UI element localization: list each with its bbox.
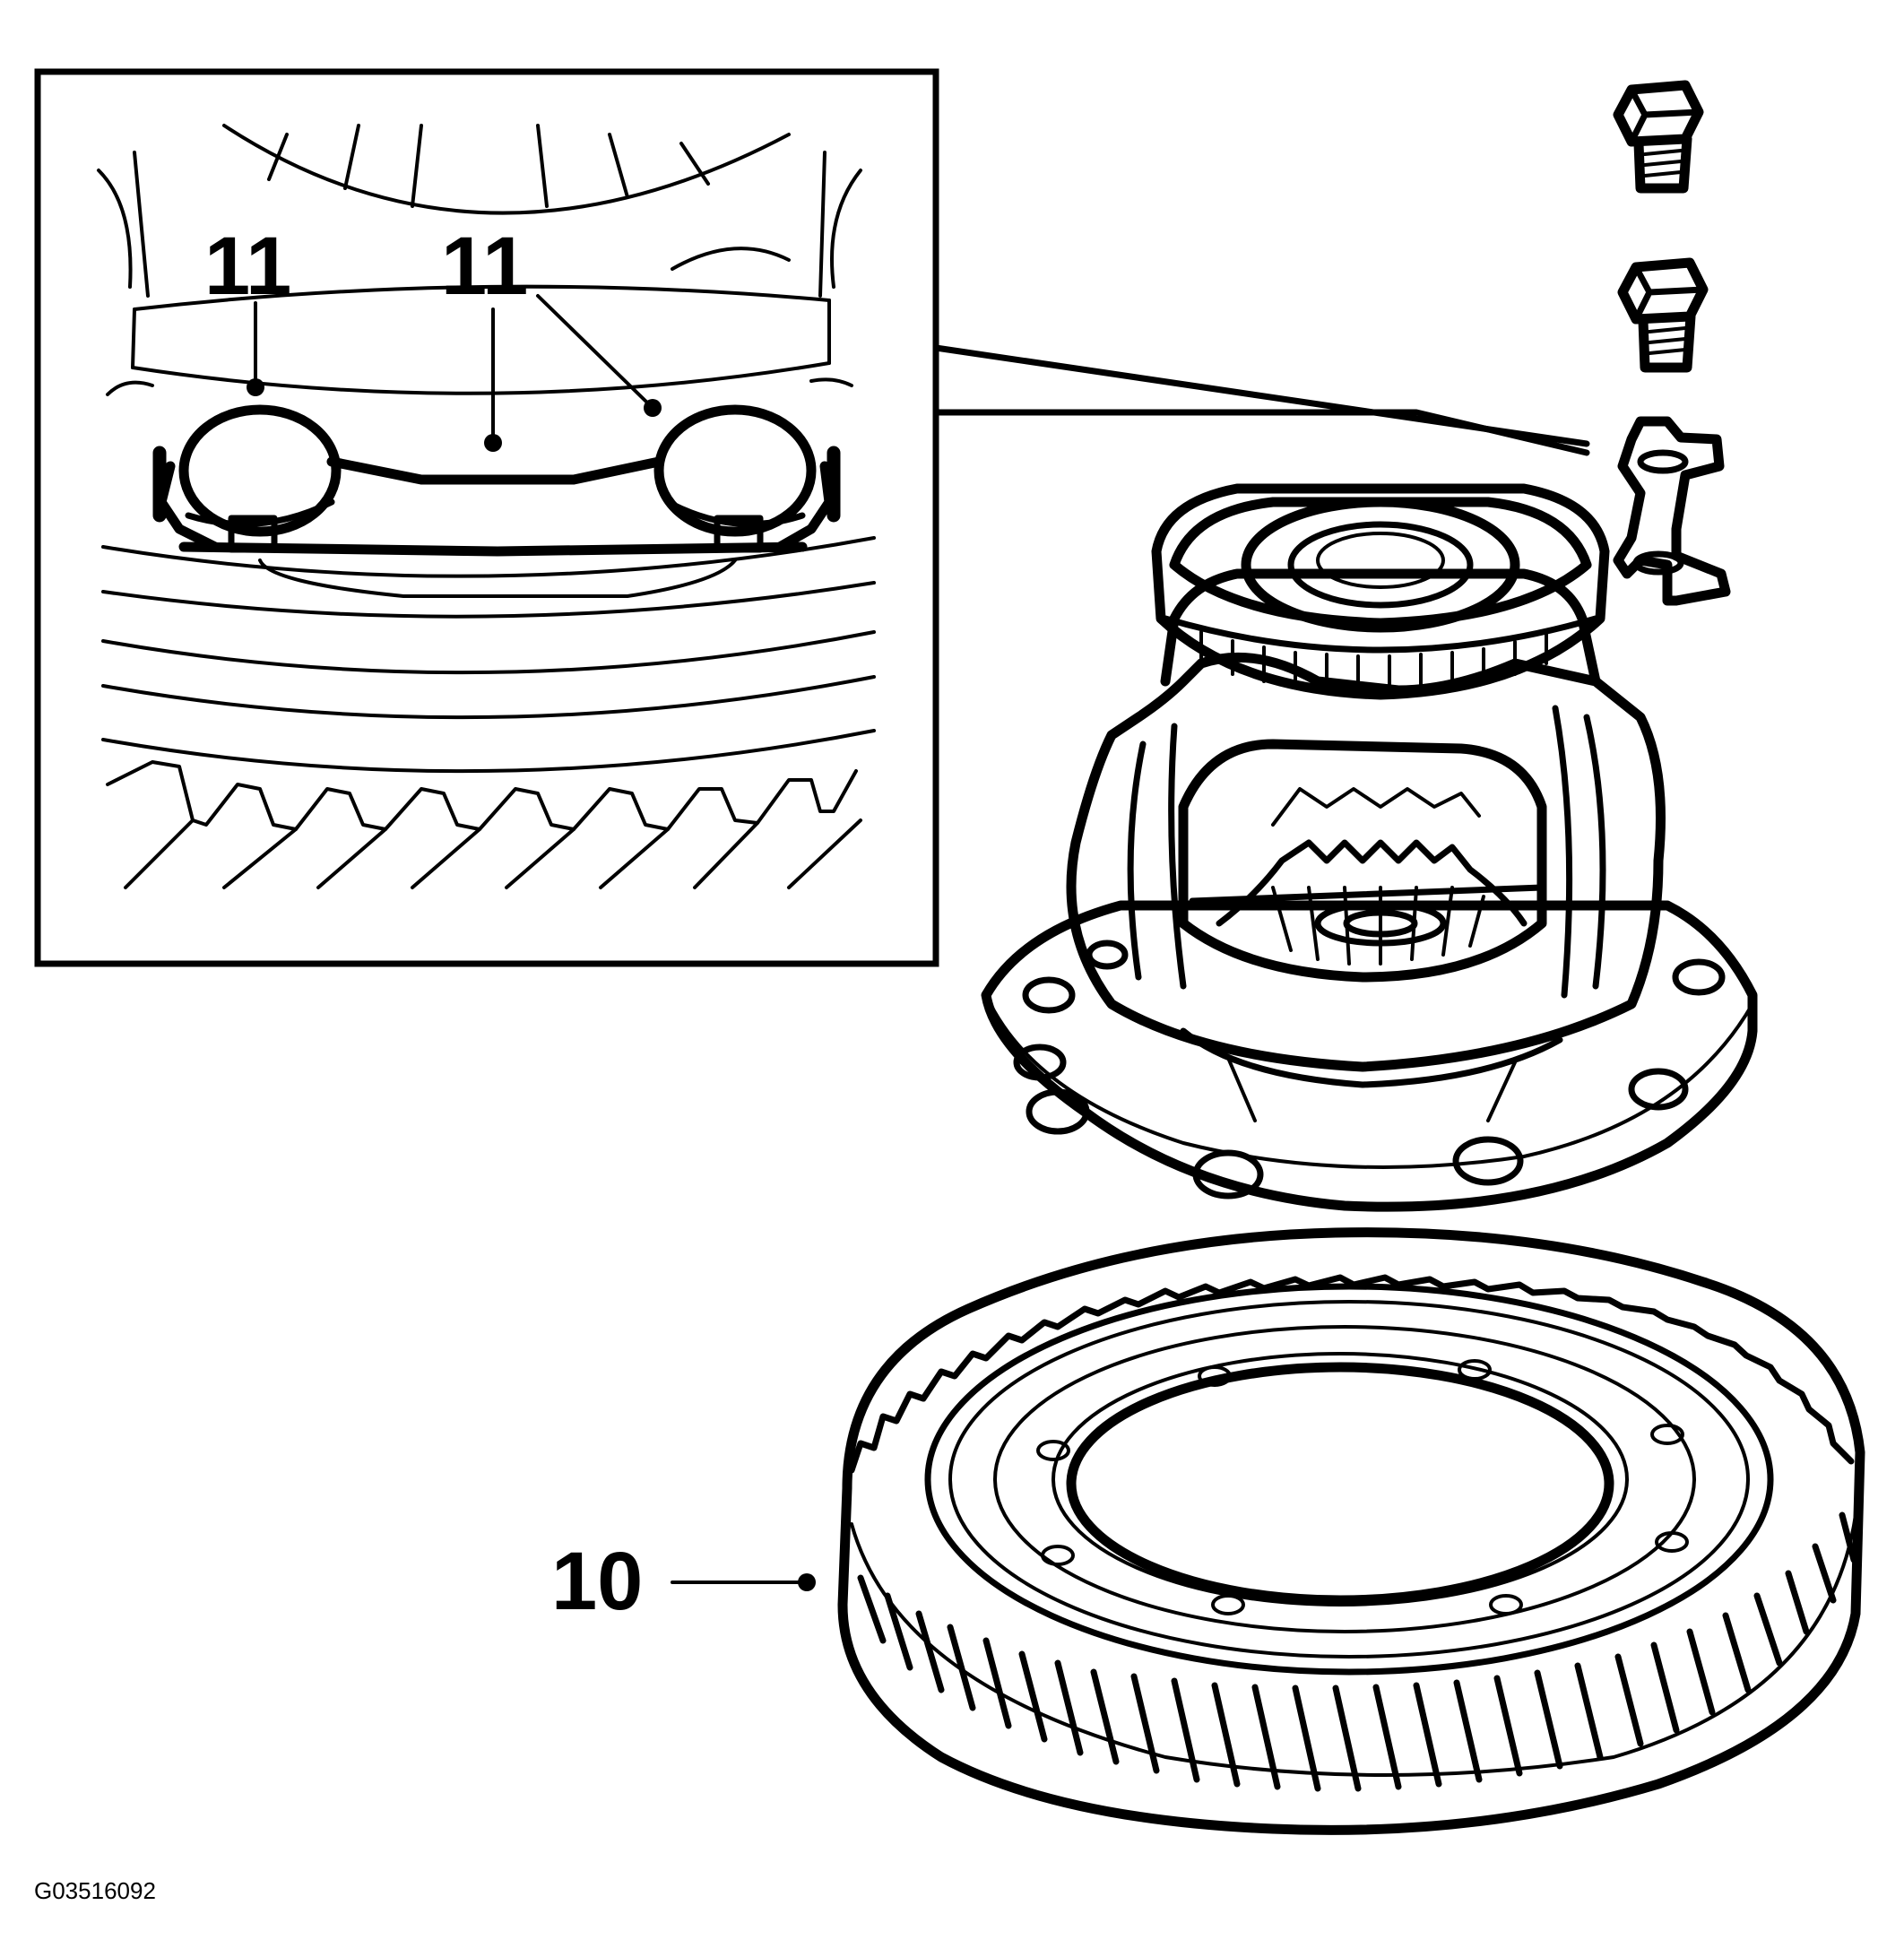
detail-background-gear [97, 124, 876, 889]
differential-case [981, 483, 1758, 1212]
figure-id: G03516092 [34, 1877, 156, 1904]
bolt-1 [1613, 80, 1704, 194]
callout-11-leaders [247, 294, 662, 452]
callout-label-11-center: 11 [441, 221, 528, 312]
detail-lock-plate [152, 404, 841, 598]
bolt-2 [1617, 257, 1709, 373]
detail-view: 11 11 [34, 68, 1590, 967]
detail-connector-lower [932, 409, 1590, 456]
lock-plate [1613, 416, 1731, 606]
callout-label-11-left: 11 [204, 221, 291, 312]
callout-10-leader [671, 1573, 816, 1591]
callout-label-10: 10 [551, 1536, 643, 1627]
ring-gear [837, 1227, 1865, 1835]
